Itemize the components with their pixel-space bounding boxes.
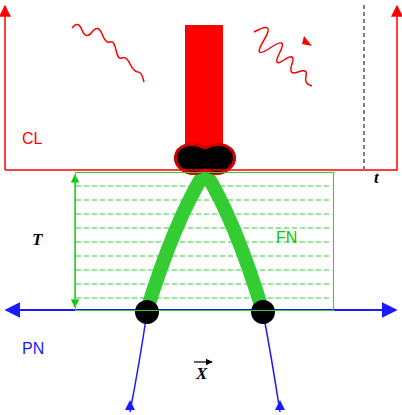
cl-outline: [0, 0, 402, 176]
vertex: [175, 144, 234, 173]
vector-label: X: [196, 364, 207, 384]
worldline: [130, 312, 147, 412]
dot: [251, 300, 275, 324]
region-label: FN: [276, 229, 297, 247]
region-label: PN: [22, 340, 44, 358]
fn-band: FN: [75, 172, 334, 311]
photon: [254, 28, 312, 87]
dimension-label: T: [32, 230, 42, 250]
photon: [72, 24, 144, 82]
arrow-head: [125, 400, 135, 410]
vector-arrow: [194, 361, 212, 362]
red-bar: [185, 25, 223, 152]
region-label: CL: [22, 130, 42, 148]
cl-region: CL: [0, 0, 402, 176]
photon-head: [302, 36, 312, 46]
worldline: [263, 312, 280, 412]
time-line: [364, 5, 365, 169]
dot: [135, 300, 159, 324]
arrow-head: [275, 400, 285, 410]
green-v: [147, 172, 263, 312]
fn-grid: [76, 186, 332, 298]
dimension-label: t: [374, 168, 379, 188]
